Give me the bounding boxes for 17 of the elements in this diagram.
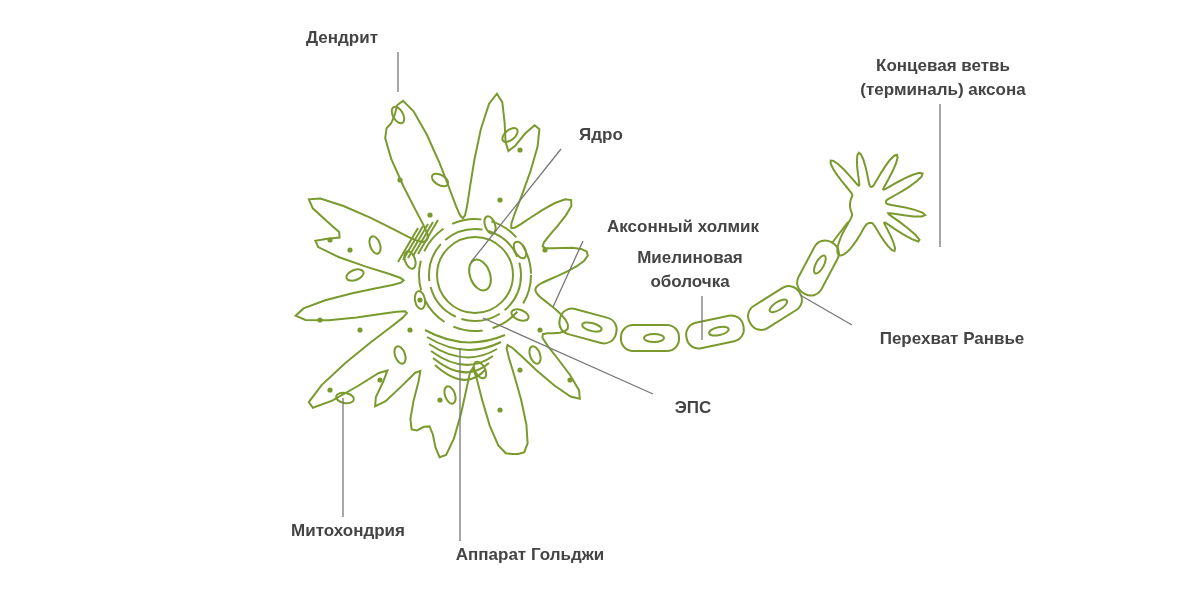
part-label: Аксонный холмик bbox=[607, 216, 759, 238]
leader-line bbox=[397, 51, 399, 93]
part-label: Миелиновая оболочка bbox=[636, 247, 744, 293]
part-label: Дендрит bbox=[306, 27, 378, 49]
leader-line bbox=[939, 103, 941, 248]
part-label: Ядро bbox=[579, 124, 623, 146]
part-label: Митохондрия bbox=[291, 520, 405, 542]
leader-line bbox=[482, 317, 654, 395]
part-label: Аппарат Гольджи bbox=[455, 544, 605, 566]
leader-line bbox=[459, 347, 461, 542]
part-label: Концевая ветвь (терминаль) аксона bbox=[859, 55, 1027, 101]
leader-line bbox=[342, 397, 344, 518]
leader-line bbox=[799, 294, 853, 326]
part-label: Перехват Ранвье bbox=[879, 328, 1025, 350]
leader-line bbox=[470, 148, 562, 263]
leader-line bbox=[701, 295, 703, 341]
part-label: ЭПС bbox=[674, 397, 712, 419]
